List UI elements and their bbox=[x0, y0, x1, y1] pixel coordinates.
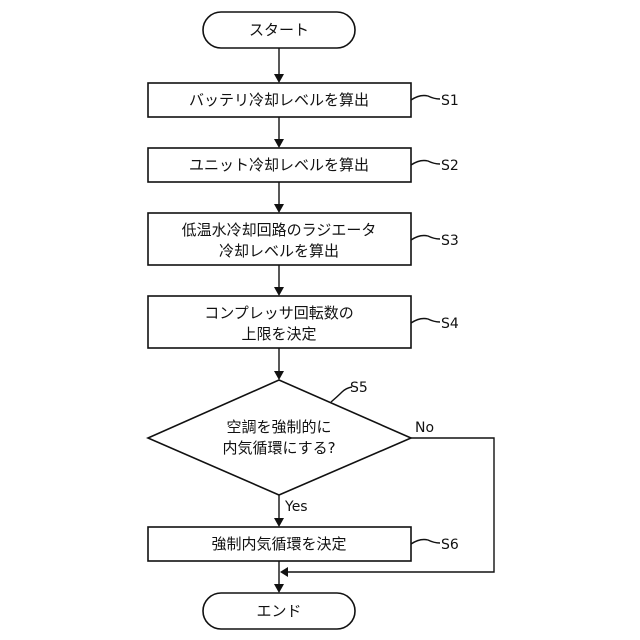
arrowhead-s3-s4 bbox=[274, 287, 284, 296]
step-s4-text-line1: コンプレッサ回転数の bbox=[204, 304, 354, 322]
step-s1-leader bbox=[411, 96, 440, 101]
step-s3: 低温水冷却回路のラジエータ 冷却レベルを算出 S3 bbox=[148, 213, 459, 265]
decision-no-label: No bbox=[415, 420, 434, 436]
arrowhead-s2-s3 bbox=[274, 204, 284, 213]
step-s3-leader bbox=[411, 236, 440, 241]
arrowhead-s1-s2 bbox=[274, 139, 284, 148]
arrowhead-s5-yes-s6 bbox=[274, 518, 284, 527]
step-s2-leader bbox=[411, 161, 440, 166]
decision-s5-text-line2: 内気循環にする? bbox=[222, 439, 335, 457]
step-s2-id: S2 bbox=[441, 158, 459, 174]
start-terminal-label: スタート bbox=[249, 21, 309, 39]
decision-yes-label: Yes bbox=[284, 499, 308, 515]
start-terminal: スタート bbox=[203, 12, 355, 48]
arrowhead-start-s1 bbox=[274, 74, 284, 83]
step-s6: 強制内気循環を決定 S6 bbox=[148, 527, 459, 561]
step-s4: コンプレッサ回転数の 上限を決定 S4 bbox=[148, 296, 459, 348]
step-s1-id: S1 bbox=[441, 93, 459, 109]
step-s1: バッテリ冷却レベルを算出 S1 bbox=[148, 83, 459, 117]
end-terminal-label: エンド bbox=[256, 602, 301, 620]
step-s4-leader bbox=[411, 319, 440, 324]
step-s2-text: ユニット冷却レベルを算出 bbox=[189, 156, 369, 174]
step-s3-id: S3 bbox=[441, 233, 459, 249]
step-s1-text: バッテリ冷却レベルを算出 bbox=[189, 91, 369, 109]
step-s2: ユニット冷却レベルを算出 S2 bbox=[148, 148, 459, 182]
decision-s5-id: S5 bbox=[350, 380, 368, 396]
arrowhead-s6-end bbox=[274, 584, 284, 593]
step-s6-leader bbox=[411, 540, 440, 545]
step-s3-text-line2: 冷却レベルを算出 bbox=[219, 242, 339, 260]
decision-s5-text-line1: 空調を強制的に bbox=[226, 418, 331, 436]
arrowhead-s5-no-bypass bbox=[280, 567, 288, 577]
step-s4-text-line2: 上限を決定 bbox=[241, 325, 316, 343]
end-terminal: エンド bbox=[203, 593, 355, 629]
step-s4-id: S4 bbox=[441, 316, 459, 332]
step-s6-id: S6 bbox=[441, 537, 459, 553]
decision-s5: 空調を強制的に 内気循環にする? S5 No Yes bbox=[148, 380, 434, 515]
arrowhead-s4-s5 bbox=[274, 371, 284, 380]
step-s3-text-line1: 低温水冷却回路のラジエータ bbox=[182, 221, 377, 239]
decision-s5-diamond bbox=[148, 380, 411, 495]
decision-s5-leader bbox=[331, 387, 352, 402]
step-s6-text: 強制内気循環を決定 bbox=[211, 535, 346, 553]
